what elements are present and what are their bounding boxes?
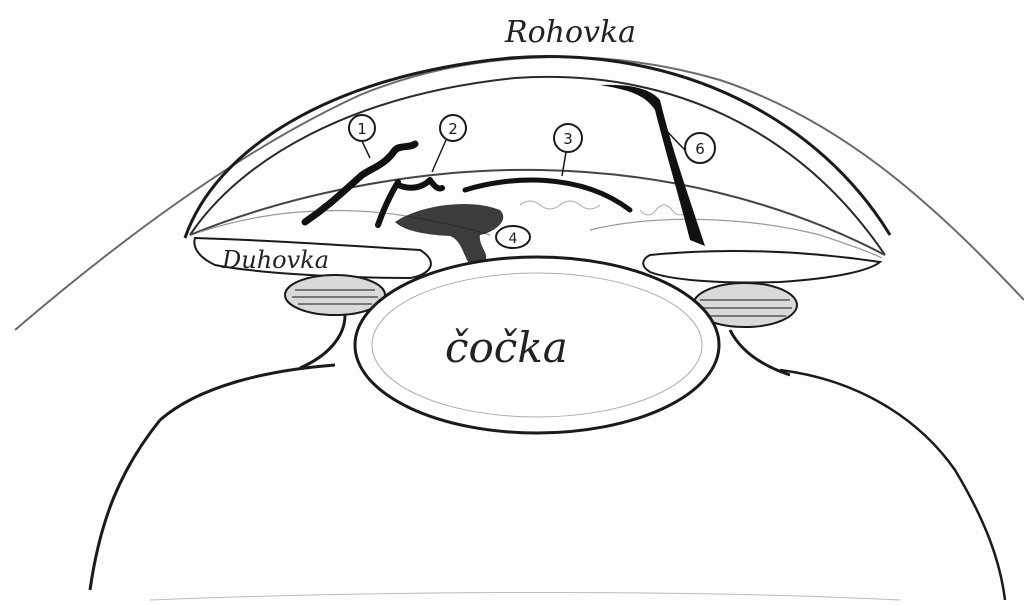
label-cornea: Rohovka	[504, 15, 636, 50]
label-iris: Duhovka	[221, 246, 329, 274]
strand-6	[600, 85, 705, 246]
iris-texture-wiggle	[520, 201, 688, 215]
marker-3: 3	[554, 124, 582, 176]
marker-1: 1	[349, 115, 375, 158]
marker-2: 2	[432, 115, 466, 172]
svg-text:6: 6	[695, 140, 705, 158]
cornea-inner	[190, 77, 885, 255]
iris-right	[643, 251, 880, 283]
globe-bottom-faint	[150, 593, 900, 601]
svg-text:3: 3	[563, 130, 573, 148]
svg-text:1: 1	[357, 120, 367, 138]
strand-3	[465, 180, 630, 210]
svg-text:2: 2	[448, 120, 458, 138]
globe-left-contour	[90, 365, 335, 590]
svg-text:4: 4	[509, 231, 518, 247]
cornea-outer	[185, 57, 890, 238]
label-lens: čočka	[445, 323, 568, 372]
globe-right-contour	[780, 370, 1005, 600]
marker-4: 4	[496, 226, 530, 248]
